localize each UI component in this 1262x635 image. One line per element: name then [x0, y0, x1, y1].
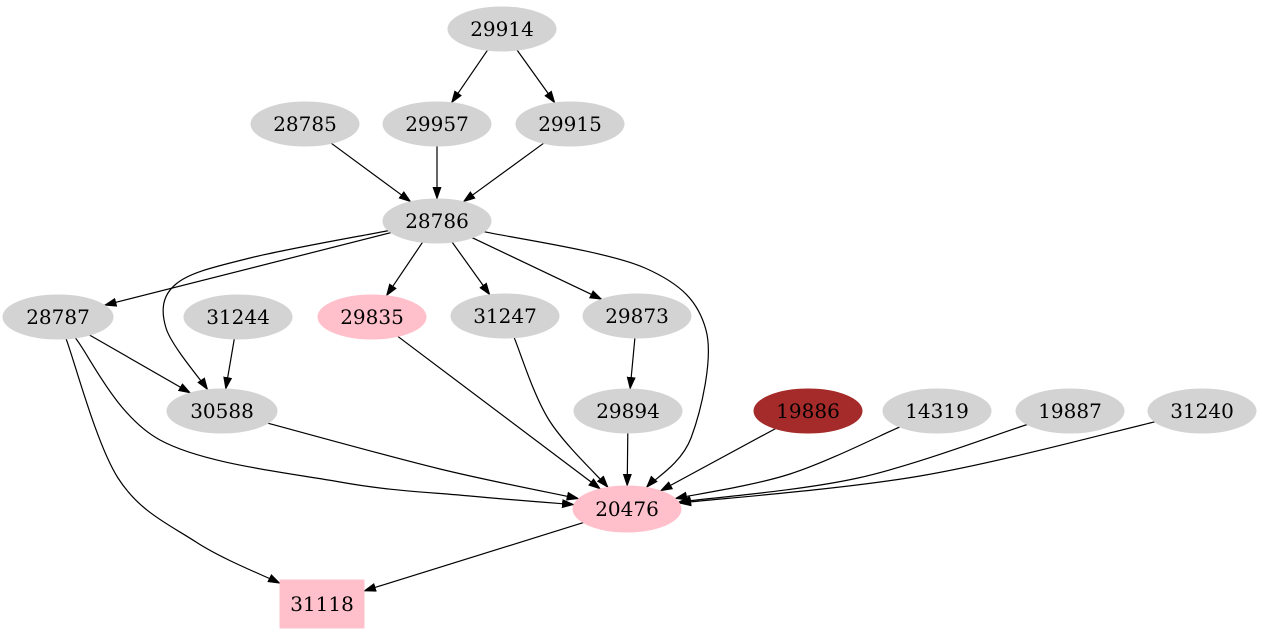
node-label-31240: 31240	[1170, 399, 1234, 423]
node-29915: 29915	[515, 101, 625, 147]
edge-19886-20476	[659, 428, 776, 492]
edge-28786-28787	[103, 232, 392, 307]
edge-31240-20476	[678, 421, 1156, 507]
node-label-19887: 19887	[1038, 399, 1102, 423]
node-label-29894: 29894	[596, 399, 660, 423]
node-shape-ellipse	[450, 293, 560, 339]
node-31247: 31247	[450, 293, 560, 339]
node-31244: 31244	[183, 294, 293, 340]
node-label-29873: 29873	[605, 304, 669, 328]
edge-19887-20476	[677, 423, 1028, 505]
node-label-19886: 19886	[776, 399, 840, 423]
edge-28786-29835	[385, 241, 424, 297]
edge-20476-31118	[363, 522, 584, 592]
node-shape-ellipse	[1147, 388, 1257, 434]
node-label-28786: 28786	[405, 209, 469, 233]
node-shape-ellipse	[250, 101, 360, 147]
node-label-29835: 29835	[340, 305, 404, 329]
node-30588: 30588	[166, 388, 278, 434]
node-label-28787: 28787	[26, 305, 90, 329]
edge-29914-29915	[516, 49, 556, 104]
node-label-29957: 29957	[405, 112, 469, 136]
node-29894: 29894	[573, 388, 683, 434]
node-28787: 28787	[2, 294, 114, 340]
edge-29894-20476	[622, 432, 632, 487]
node-20476: 20476	[572, 485, 682, 533]
node-shape-ellipse	[382, 198, 492, 244]
edge-28786-31247	[451, 241, 491, 296]
node-label-29915: 29915	[538, 112, 602, 136]
node-shape-box	[279, 579, 365, 629]
edge-28787-31118	[65, 338, 281, 584]
edge-29873-29894	[626, 337, 636, 390]
node-29835: 29835	[317, 294, 427, 340]
node-layer: 29914 28785 29957 29915 28786 28787 31244 29835…	[2, 6, 1257, 629]
edge-29914-29957	[450, 49, 488, 104]
edge-28787-20476	[74, 337, 575, 509]
edge-28786-30588	[162, 230, 389, 391]
node-shape-ellipse	[515, 101, 625, 147]
node-shape-ellipse	[447, 6, 557, 52]
node-31240: 31240	[1147, 388, 1257, 434]
node-shape-ellipse	[753, 388, 863, 434]
edge-layer	[65, 49, 1156, 592]
edge-29915-28786	[462, 142, 545, 203]
node-28786: 28786	[382, 198, 492, 244]
edge-29835-20476	[397, 335, 602, 490]
node-label-29914: 29914	[470, 17, 534, 41]
node-label-14319: 14319	[905, 399, 969, 423]
node-label-31247: 31247	[473, 304, 537, 328]
node-label-31118: 31118	[290, 592, 354, 616]
node-31118: 31118	[279, 579, 365, 629]
node-shape-ellipse	[2, 294, 114, 340]
node-shape-ellipse	[183, 294, 293, 340]
node-29914: 29914	[447, 6, 557, 52]
edge-28786-29873	[471, 237, 603, 300]
node-shape-ellipse	[573, 388, 683, 434]
node-shape-ellipse	[882, 388, 992, 434]
node-29957: 29957	[382, 101, 492, 147]
node-19887: 19887	[1015, 388, 1125, 434]
node-shape-ellipse	[166, 388, 278, 434]
node-14319: 14319	[882, 388, 992, 434]
node-shape-ellipse	[1015, 388, 1125, 434]
edge-28787-30588	[89, 334, 192, 394]
node-label-31244: 31244	[206, 305, 270, 329]
node-label-30588: 30588	[190, 399, 254, 423]
node-shape-ellipse	[582, 293, 692, 339]
edge-31247-20476	[513, 337, 609, 489]
edge-28786-20476	[484, 231, 709, 489]
node-label-20476: 20476	[595, 497, 659, 521]
node-shape-ellipse	[572, 485, 682, 533]
node-label-28785: 28785	[273, 112, 337, 136]
edge-14319-20476	[674, 426, 901, 501]
edge-30588-20476	[267, 422, 580, 501]
node-19886: 19886	[753, 388, 863, 434]
node-shape-ellipse	[382, 101, 492, 147]
node-29873: 29873	[582, 293, 692, 339]
node-shape-ellipse	[317, 294, 427, 340]
edge-28785-28786	[330, 142, 412, 203]
node-28785: 28785	[250, 101, 360, 147]
edge-31244-30588	[223, 338, 235, 391]
